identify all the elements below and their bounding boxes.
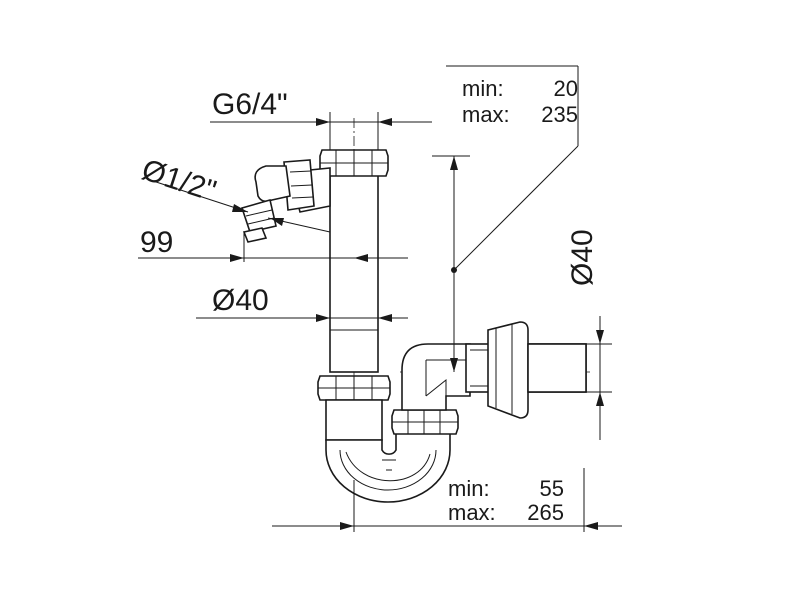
- dim-thread: [210, 112, 432, 150]
- label-outlet-diameter: Ø40: [566, 229, 599, 286]
- dim-pipe-diameter: [196, 314, 408, 322]
- label-height-max: max:: [462, 102, 510, 127]
- label-offset-99: 99: [140, 226, 173, 259]
- label-pipe-diameter: Ø40: [212, 284, 269, 317]
- dim-depth: [272, 468, 622, 532]
- dim-height: [432, 65, 579, 372]
- value-depth-max: 265: [527, 500, 564, 525]
- label-height-min: min:: [462, 76, 504, 101]
- lower-nut: [317, 375, 391, 401]
- dim-outlet-diameter: [586, 316, 612, 440]
- wall-rosette: [487, 321, 587, 419]
- u-trap: [325, 399, 451, 503]
- upper-nut: [319, 149, 389, 177]
- label-side-inlet: Ø1/2": [138, 153, 220, 208]
- trap-nut: [391, 409, 459, 435]
- standpipe: [329, 171, 379, 373]
- label-depth-max: max:: [448, 500, 496, 525]
- side-inlet: [240, 159, 331, 243]
- label-thread: G6/4": [212, 88, 288, 121]
- dim-offset-99: [138, 232, 408, 262]
- value-height-max: 235: [541, 102, 578, 127]
- dim-side-inlet-leader: [149, 179, 331, 233]
- value-depth-min: 55: [540, 476, 564, 501]
- label-depth-min: min:: [448, 476, 490, 501]
- outlet-elbow: [401, 343, 471, 411]
- value-height-min: 20: [554, 76, 578, 101]
